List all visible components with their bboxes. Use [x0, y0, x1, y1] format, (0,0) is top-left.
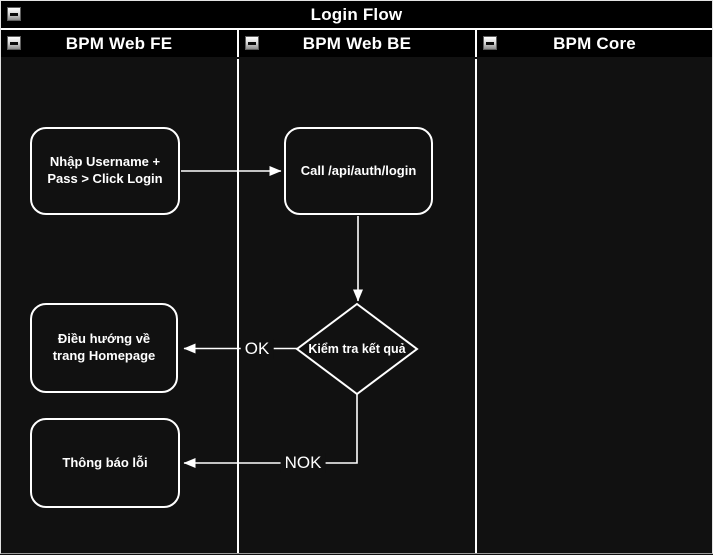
- lane-header-bpm-core[interactable]: BPM Core: [477, 30, 712, 57]
- pool-title-bar[interactable]: Login Flow: [1, 1, 712, 30]
- lane-header-bpm-web-fe[interactable]: BPM Web FE: [1, 30, 239, 57]
- collapse-button-lane-core[interactable]: [483, 36, 497, 50]
- edge-label-nok[interactable]: NOK: [280, 453, 326, 473]
- collapse-button-lane-fe[interactable]: [7, 36, 21, 50]
- pool-title: Login Flow: [310, 4, 403, 24]
- node-redirect-homepage[interactable]: Điều hướng về trang Homepage: [30, 303, 178, 393]
- node-error-message[interactable]: Thông báo lỗi: [30, 418, 180, 508]
- node-check-result-label[interactable]: Kiểm tra kết quả: [308, 342, 406, 356]
- lane-header-row: BPM Web FE BPM Web BE BPM Core: [1, 30, 712, 57]
- minus-icon: [10, 42, 18, 45]
- collapse-button-lane-be[interactable]: [245, 36, 259, 50]
- node-input-credentials[interactable]: Nhập Username + Pass > Click Login: [30, 127, 180, 215]
- lane-body-bpm-core[interactable]: [477, 59, 712, 553]
- node-call-api-login[interactable]: Call /api/auth/login: [284, 127, 433, 215]
- lane-header-bpm-web-be[interactable]: BPM Web BE: [239, 30, 477, 57]
- minus-icon: [10, 13, 18, 16]
- lane-title: BPM Core: [553, 33, 636, 53]
- collapse-button-pool[interactable]: [7, 7, 21, 21]
- minus-icon: [486, 42, 494, 45]
- decision-diamond-shape[interactable]: [295, 302, 419, 396]
- edge-label-ok[interactable]: OK: [240, 339, 274, 359]
- edge-check-nok-to-error[interactable]: [183, 394, 358, 468]
- lane-title: BPM Web BE: [302, 33, 412, 53]
- lane-title: BPM Web FE: [65, 33, 173, 53]
- minus-icon: [248, 42, 256, 45]
